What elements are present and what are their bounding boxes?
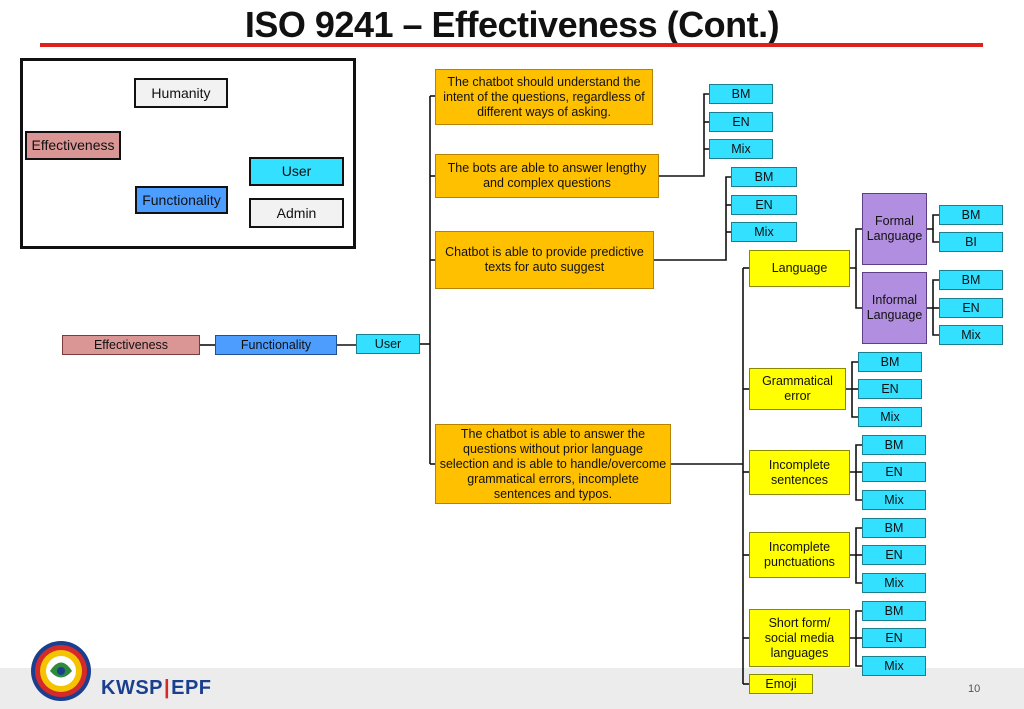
inset-effectiveness-node: Effectiveness	[25, 131, 121, 160]
lang-tag-bi: BI	[939, 232, 1003, 252]
brand-epf: EPF	[171, 677, 212, 699]
lang-tag-bm: BM	[709, 84, 773, 104]
subcategory-language: Language	[749, 250, 850, 287]
footer-band	[0, 668, 1024, 709]
user-node: User	[356, 334, 420, 354]
lang-tag-mix: Mix	[862, 490, 926, 510]
lang-tag-bm: BM	[862, 518, 926, 538]
lang-tag-bm: BM	[939, 205, 1003, 225]
subcategory-short-form: Short form/ social media languages	[749, 609, 850, 667]
title-underline	[40, 43, 983, 47]
brand-wordmark: KWSP|EPF	[101, 677, 212, 700]
effectiveness-node: Effectiveness	[62, 335, 200, 355]
subcategory-emoji: Emoji	[749, 674, 813, 694]
brand-kwsp: KWSP	[101, 677, 163, 699]
page-number: 10	[968, 683, 981, 695]
criterion-lengthy-questions: The bots are able to answer lengthy and …	[435, 154, 659, 198]
functionality-node: Functionality	[215, 335, 337, 355]
lang-tag-bm: BM	[858, 352, 922, 372]
brand-separator: |	[164, 677, 171, 699]
inset-user-node: User	[249, 157, 344, 186]
lang-tag-bm: BM	[862, 435, 926, 455]
lang-tag-mix: Mix	[862, 573, 926, 593]
lang-tag-en: EN	[858, 379, 922, 399]
subcategory-incomplete-sentences: Incomplete sentences	[749, 450, 850, 495]
lang-tag-mix: Mix	[939, 325, 1003, 345]
subcategory-incomplete-punctuations: Incomplete punctuations	[749, 532, 850, 578]
criterion-intent: The chatbot should understand the intent…	[435, 69, 653, 125]
lang-tag-mix: Mix	[709, 139, 773, 159]
criterion-no-prior-language: The chatbot is able to answer the questi…	[435, 424, 671, 504]
criterion-predictive-texts: Chatbot is able to provide predictive te…	[435, 231, 654, 289]
formal-language-node: Formal Language	[862, 193, 927, 265]
inset-functionality-node: Functionality	[135, 186, 228, 214]
lang-tag-bm: BM	[731, 167, 797, 187]
lang-tag-mix: Mix	[731, 222, 797, 242]
lang-tag-en: EN	[731, 195, 797, 215]
subcategory-grammatical-error: Grammatical error	[749, 368, 846, 410]
inset-admin-node: Admin	[249, 198, 344, 228]
lang-tag-mix: Mix	[862, 656, 926, 676]
lang-tag-en: EN	[862, 462, 926, 482]
kwsp-logo-icon	[31, 641, 91, 701]
page-title: ISO 9241 – Effectiveness (Cont.)	[244, 4, 780, 45]
lang-tag-bm: BM	[939, 270, 1003, 290]
lang-tag-en: EN	[709, 112, 773, 132]
lang-tag-en: EN	[862, 628, 926, 648]
lang-tag-en: EN	[862, 545, 926, 565]
lang-tag-bm: BM	[862, 601, 926, 621]
informal-language-node: Informal Language	[862, 272, 927, 344]
lang-tag-mix: Mix	[858, 407, 922, 427]
inset-humanity-node: Humanity	[134, 78, 228, 108]
lang-tag-en: EN	[939, 298, 1003, 318]
